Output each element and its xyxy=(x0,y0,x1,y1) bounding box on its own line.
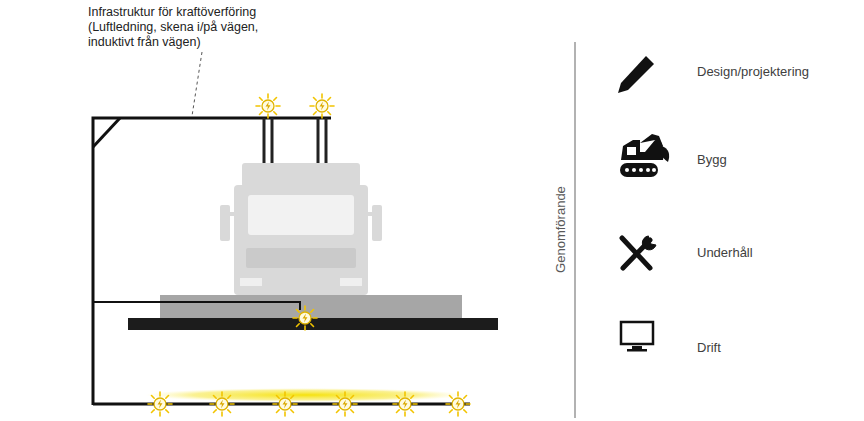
overhead-contact-glow xyxy=(310,94,334,118)
phase-label: Underhåll xyxy=(697,245,857,260)
excavator-arm xyxy=(640,134,663,146)
monitor-stand xyxy=(632,346,642,349)
truck-windshield xyxy=(248,195,354,235)
phase-divider xyxy=(574,42,575,418)
road-base xyxy=(128,318,498,330)
pantograph-pole xyxy=(317,118,320,166)
inductive-coil-glow xyxy=(393,392,417,416)
excavator-icon xyxy=(620,134,669,177)
phase-label: Design/projektering xyxy=(697,64,857,79)
pantograph-pole xyxy=(271,118,274,166)
road-surface xyxy=(160,295,462,318)
excavator-bucket xyxy=(660,146,669,162)
truck-headlight xyxy=(340,278,362,286)
truck-roof xyxy=(242,163,360,187)
track-wheels xyxy=(625,168,656,172)
pantograph-pole xyxy=(325,118,328,166)
infrastructure-note: Infrastruktur för kraftöverföring (Luftl… xyxy=(88,5,298,50)
pantograph xyxy=(264,118,326,166)
rail-feed-wire xyxy=(93,302,300,310)
track-wheel xyxy=(625,168,629,172)
monitor-screen xyxy=(621,322,653,344)
truck-mirror xyxy=(372,205,382,241)
excavator-window xyxy=(627,147,636,155)
inductive-coil-glow xyxy=(446,392,470,416)
truck xyxy=(220,163,382,295)
tools-icon xyxy=(622,236,656,268)
truck-mirror xyxy=(220,205,230,241)
pantograph-pole xyxy=(263,118,266,166)
monitor-icon xyxy=(621,322,653,352)
overhead-contact-glow xyxy=(256,94,280,118)
leader-line xyxy=(192,52,202,116)
track-wheel xyxy=(652,168,656,172)
inductive-coil-glow xyxy=(148,392,172,416)
inductive-coil-glow xyxy=(210,392,234,416)
truck-grille xyxy=(246,248,356,268)
phase-label: Bygg xyxy=(697,152,857,167)
truck-headlight xyxy=(240,278,262,286)
pencil-icon xyxy=(618,56,654,93)
track-wheel xyxy=(632,168,636,172)
excavator-track xyxy=(620,163,658,177)
track-wheel xyxy=(639,168,643,172)
rail-contact-glow xyxy=(293,306,317,330)
inductive-glow-band xyxy=(145,388,465,402)
phase-heading: Genomförande xyxy=(553,175,568,285)
inductive-coil-glow xyxy=(273,392,297,416)
track-wheel xyxy=(646,168,650,172)
phase-label: Drift xyxy=(697,340,857,355)
mirror-arm xyxy=(228,212,236,216)
monitor-base xyxy=(627,349,647,352)
frame-brace xyxy=(93,118,120,147)
wrench-head xyxy=(642,236,656,250)
pencil-body xyxy=(618,56,654,93)
truck-cab xyxy=(234,185,368,295)
mirror-arm xyxy=(366,212,374,216)
inductive-coil-glow xyxy=(333,392,357,416)
